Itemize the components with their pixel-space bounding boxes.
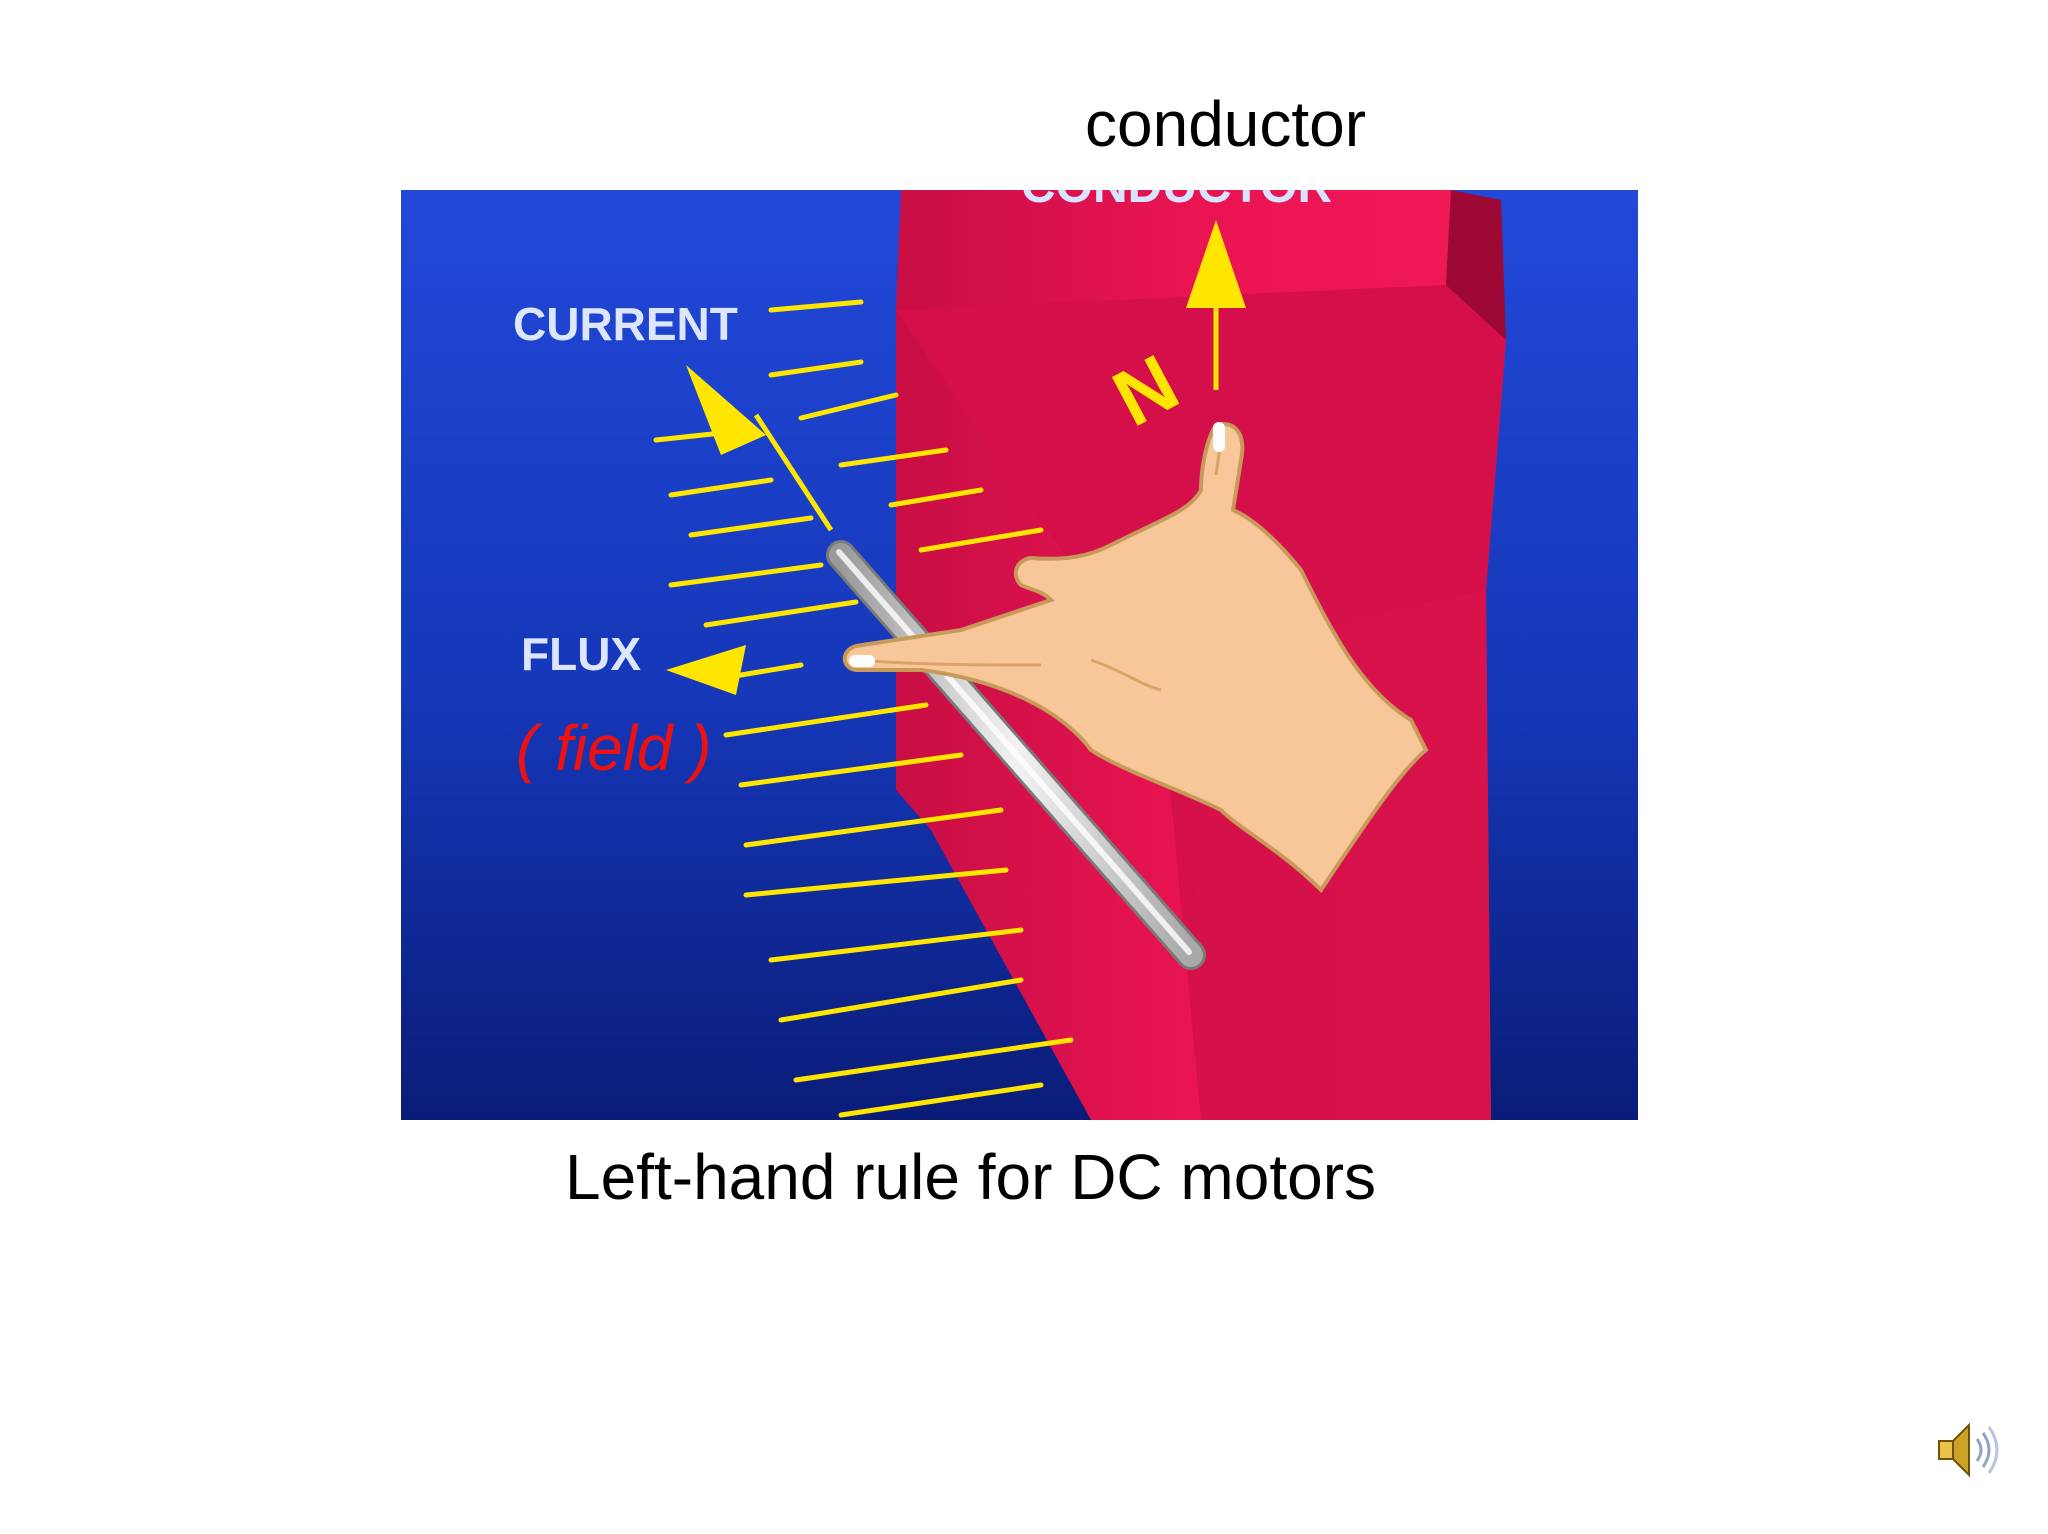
flux-label: FLUX bbox=[521, 628, 641, 680]
field-label: ( field ) bbox=[516, 712, 712, 784]
conductor-caps-label: CONDUCTOR bbox=[1021, 190, 1332, 213]
current-label: CURRENT bbox=[513, 298, 738, 350]
conductor-label: conductor bbox=[1085, 88, 1367, 160]
slide-caption: Left-hand rule for DC motors bbox=[565, 1141, 1376, 1213]
left-hand-rule-diagram: N CONDUCTOR CURRENT FLUX ( field ) bbox=[401, 190, 1638, 1120]
speaker-icon[interactable] bbox=[1933, 1415, 2003, 1485]
current-arrow bbox=[686, 365, 834, 532]
flux-arrow bbox=[666, 645, 746, 695]
motion-arrow bbox=[1186, 220, 1246, 390]
field-lines bbox=[653, 299, 1074, 1118]
conductor-rod bbox=[826, 540, 1206, 970]
left-hand-illustration bbox=[842, 422, 1429, 894]
